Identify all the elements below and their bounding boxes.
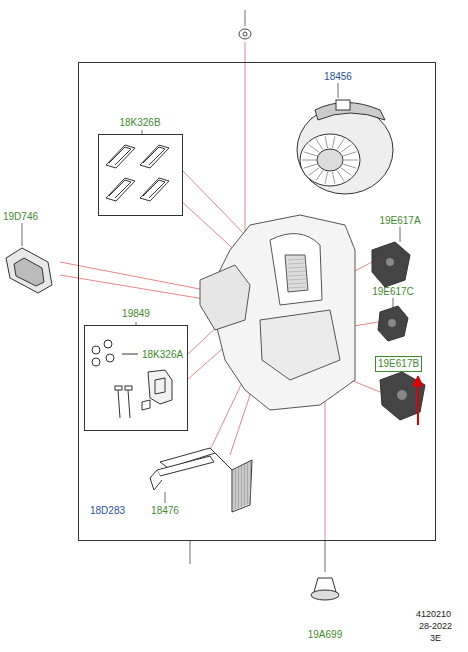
callout-number: 18D283 <box>90 505 125 517</box>
callout-number: 19E617B <box>376 357 421 371</box>
drawing-date: 28-2022 <box>419 621 452 632</box>
repair-kit-box: 1984918K326A <box>84 325 187 430</box>
drawing-number: 4120210 <box>416 609 451 620</box>
callout-number: 19E617C <box>372 286 414 298</box>
callout-number: 18476 <box>151 505 179 517</box>
callout-number: 18K326A <box>142 349 183 361</box>
revision-code: 3E <box>430 633 441 644</box>
callout-number: 19D746 <box>3 211 38 223</box>
gasket-kit-box: 18K326B <box>98 134 182 215</box>
callout-number: 19849 <box>122 308 150 320</box>
parts-frame: 18D28318K326B1984918K326A19E617B <box>78 62 435 540</box>
callout-number: 18K326B <box>119 117 160 129</box>
callout-number: 19E617A <box>379 215 420 227</box>
callout-number: 18456 <box>324 71 352 83</box>
highlighted-callout: 19E617B <box>375 356 422 372</box>
callout-number: 19A699 <box>308 629 342 641</box>
